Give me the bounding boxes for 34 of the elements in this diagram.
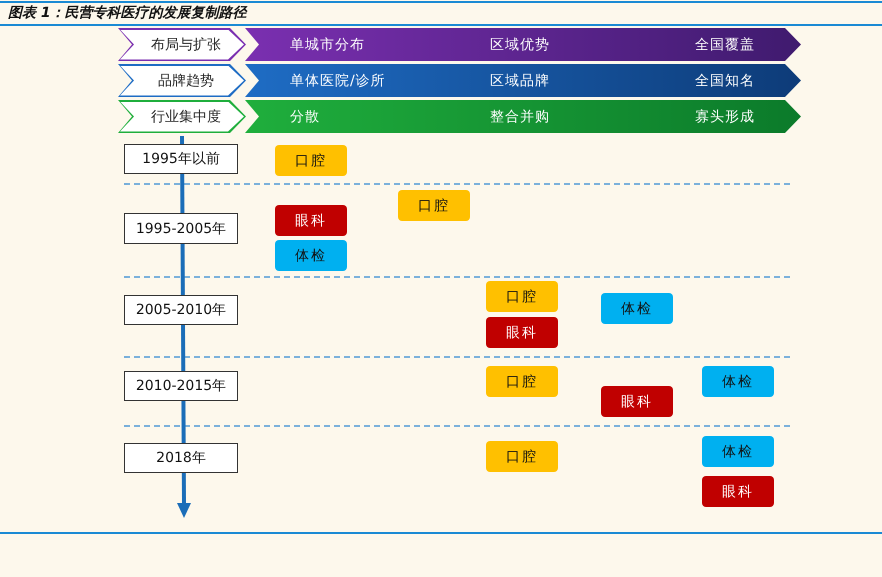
specialty-tag: 体检: [275, 240, 347, 271]
specialty-tag: 体检: [601, 293, 673, 324]
period-box: 1995-2005年: [124, 213, 238, 244]
chevron-band: [245, 100, 801, 133]
specialty-tag: 体检: [702, 436, 774, 467]
title: 图表 1：民营专科医疗的发展复制路径: [8, 4, 247, 22]
specialty-tag: 口腔: [275, 145, 347, 176]
period-box: 2018年: [124, 443, 238, 473]
period-box: 1995年以前: [124, 144, 238, 174]
band-text: 区域优势: [490, 36, 550, 54]
period-box: 2005-2010年: [124, 295, 238, 325]
specialty-tag: 眼科: [275, 205, 347, 236]
period-box: 2010-2015年: [124, 371, 238, 401]
category-label: 品牌趋势: [118, 64, 246, 97]
category-label: 布局与扩张: [118, 28, 246, 61]
specialty-tag: 体检: [702, 366, 774, 397]
band-text: 单城市分布: [290, 36, 365, 54]
specialty-tag: 口腔: [486, 281, 558, 312]
band-text: 全国覆盖: [695, 36, 755, 54]
chevron-band: [245, 28, 801, 61]
category-label: 行业集中度: [118, 100, 246, 133]
band-text: 全国知名: [695, 72, 755, 90]
chevron-band: [245, 64, 801, 97]
band-text: 区域品牌: [490, 72, 550, 90]
specialty-tag: 眼科: [486, 317, 558, 348]
band-text: 分散: [290, 108, 320, 126]
band-text: 整合并购: [490, 108, 550, 126]
band-text: 寡头形成: [695, 108, 755, 126]
specialty-tag: 眼科: [601, 386, 673, 417]
band-text: 单体医院/诊所: [290, 72, 386, 90]
specialty-tag: 口腔: [486, 366, 558, 397]
specialty-tag: 口腔: [486, 441, 558, 472]
specialty-tag: 眼科: [702, 476, 774, 507]
specialty-tag: 口腔: [398, 190, 470, 221]
